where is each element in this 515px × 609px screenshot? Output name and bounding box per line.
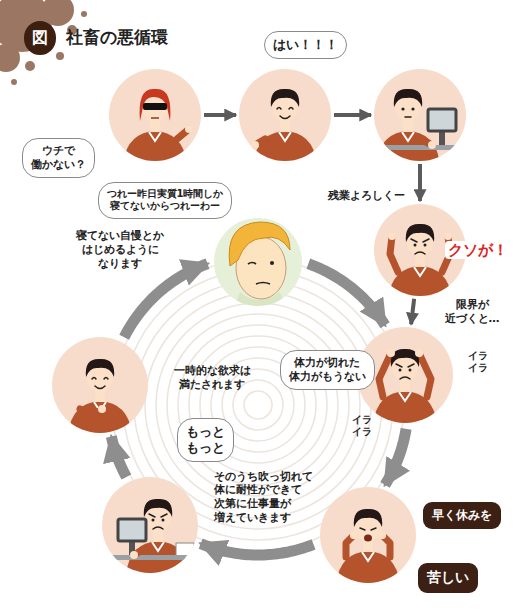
flow-arrow: [124, 264, 207, 337]
figure-badge: 図: [24, 21, 56, 54]
circle-outline: [102, 477, 198, 573]
burst-text: 苦しい: [418, 563, 478, 593]
circle-outline: [214, 218, 302, 306]
exclamation-text: クソが！: [445, 241, 511, 260]
speech-bubble: もっと もっと: [177, 418, 234, 463]
note-text: そのうち吹っ切れて 体に耐性ができて 次第に仕事量が 増えていきます: [214, 470, 313, 525]
person-illustration: [374, 89, 466, 161]
note-text: 限界が 近づくと…: [445, 298, 500, 326]
circle-outline: [374, 69, 466, 161]
circle-outline: [239, 69, 331, 161]
irritation-mark: イラ イラ: [468, 350, 488, 375]
satisfied-circle: [52, 337, 148, 433]
shout-text: 残業よろしくー: [328, 189, 405, 203]
speech-bubble: 体力が切れた 体力がもうない: [280, 350, 375, 390]
burst-text: 早く休みを: [423, 502, 501, 529]
more-work-circle: もっと もっと: [102, 477, 198, 573]
person-illustration: [123, 89, 193, 161]
speech-bubble: つれー昨日実質1時間しか 寝てないからつれーわー: [98, 182, 233, 219]
person-illustration: [104, 499, 196, 573]
person-illustration: [251, 89, 317, 161]
flow-arrow: [418, 164, 422, 201]
boasting-face-circle: つれー昨日実質1時間しか 寝てないからつれーわー: [214, 218, 302, 306]
flow-arrow: [111, 436, 126, 477]
person-illustration: [68, 359, 132, 433]
flow-arrow: [308, 264, 385, 326]
speech-bubble: はい！！！: [264, 31, 347, 59]
person-illustration: [373, 349, 437, 423]
flow-arrow: [385, 429, 406, 485]
speech-bubble: ウチで 働かない？: [22, 138, 95, 178]
flow-arrow: [334, 113, 371, 117]
circle-outline: [52, 337, 148, 433]
note-text: 寝てない自慢とか はじめるように なります: [76, 229, 164, 270]
work-circle: [374, 69, 466, 161]
note-text: 一時的な欲求は 満たされます: [174, 364, 251, 392]
flow-arrow: [201, 544, 314, 555]
flow-arrow: [204, 113, 236, 117]
overtime-circle: 残業よろしくークソが！: [374, 204, 466, 296]
accept-circle: はい！！！: [239, 69, 331, 161]
exhausted-circle: 体力が切れた 体力がもうないイラ イライラ イラ: [357, 327, 453, 423]
recruiter-circle: ウチで 働かない？: [109, 69, 201, 161]
irritation-mark: イラ イラ: [352, 414, 372, 439]
suffering-circle: 早く休みを苦しい: [320, 487, 416, 583]
person-illustration: [388, 224, 452, 296]
person-illustration: [229, 222, 290, 306]
flow-arrow: [411, 299, 414, 325]
person-illustration: [336, 509, 400, 583]
diagram-title: 社畜の悪循環: [66, 27, 168, 48]
circle-outline: [320, 487, 416, 583]
circle-outline: [109, 69, 201, 161]
